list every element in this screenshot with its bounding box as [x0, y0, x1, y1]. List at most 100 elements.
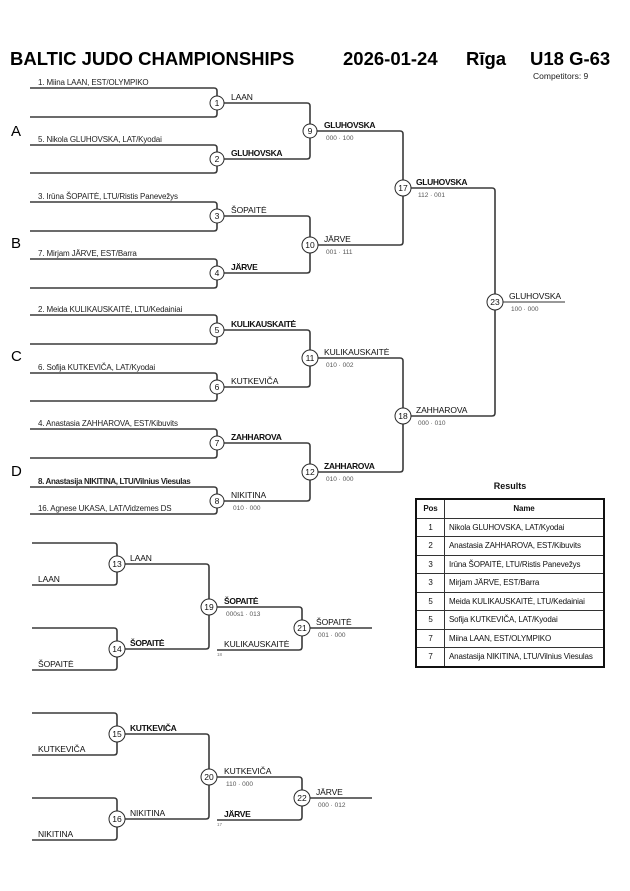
match-badge-9: 9	[302, 123, 318, 139]
match-6-winner: KUTKEVIČA	[231, 376, 279, 386]
match-badge-1: 1	[209, 95, 225, 111]
match-number: 15	[112, 729, 122, 739]
main-bracket-lines	[30, 87, 565, 515]
match-number: 10	[305, 240, 315, 250]
match-19-score: 000s1 · 013	[226, 611, 261, 618]
match-11-winner: KULIKAUSKAITĖ	[324, 347, 390, 357]
match-number: 4	[215, 268, 220, 278]
match-21-source-match: 18	[217, 652, 223, 657]
match-20-score: 110 · 000	[226, 781, 253, 788]
match-number: 8	[215, 496, 220, 506]
match-3-connector	[30, 201, 218, 232]
match-badge-8: 8	[209, 493, 225, 509]
match-badge-18: 18	[394, 407, 412, 425]
result-name: Anastasia ZAHHAROVA, EST/Kibuvits	[444, 536, 605, 556]
match-number: 1	[215, 98, 220, 108]
results-title: Results	[493, 481, 527, 491]
match-12-winner: ZAHHAROVA	[324, 461, 375, 471]
result-pos: 3	[415, 573, 445, 593]
result-name: Sofija KUTKEVIČA, LAT/Kyodai	[444, 610, 605, 630]
match-badge-17: 17	[394, 179, 412, 197]
match-10-winner: JÄRVE	[324, 234, 351, 244]
match-22-source-match: 17	[217, 822, 223, 827]
match-18-winner: ZAHHAROVA	[416, 405, 468, 415]
result-pos: 7	[415, 647, 445, 667]
result-pos: 5	[415, 610, 445, 630]
match-number: 18	[398, 411, 408, 421]
results-header-name: Name	[444, 498, 605, 519]
match-20-connector	[117, 733, 210, 820]
match-8-score: 010 · 000	[233, 505, 261, 512]
match-badge-12: 12	[301, 463, 319, 481]
match-badge-4: 4	[209, 265, 225, 281]
match-badge-20: 20	[200, 768, 218, 786]
repechage-entry: LAAN	[38, 574, 60, 584]
result-name: Miina LAAN, EST/OLYMPIKO	[444, 628, 605, 648]
result-name: Anastasija NIKITINA, LTU/Vilnius Viesula…	[444, 647, 605, 667]
match-number: 3	[215, 211, 220, 221]
match-12-score: 010 · 000	[326, 476, 354, 483]
match-number: 13	[112, 559, 122, 569]
match-3-winner: ŠOPAITĖ	[231, 205, 267, 215]
match-number: 5	[215, 325, 220, 335]
match-22-winner: JÄRVE	[316, 787, 343, 797]
match-number: 19	[204, 602, 214, 612]
match-17-score: 112 · 001	[418, 192, 445, 199]
match-19-winner: ŠOPAITĖ	[224, 595, 259, 606]
result-name: Irūna ŠOPAITĖ, LTU/Ristis Panevežys	[444, 554, 605, 574]
match-15-winner: KUTKEVIČA	[130, 722, 177, 733]
match-badge-5: 5	[209, 322, 225, 338]
match-22-bottom-entry: JÄRVE	[224, 809, 251, 819]
match-1-connector	[30, 87, 218, 118]
match-number: 16	[112, 814, 122, 824]
match-badge-16: 16	[108, 810, 126, 828]
match-7-connector	[30, 428, 218, 459]
match-5-connector	[30, 314, 218, 345]
match-badge-2: 2	[209, 151, 225, 167]
match-20-winner: KUTKEVIČA	[224, 766, 272, 776]
match-number: 11	[306, 353, 315, 363]
match-2-connector	[30, 144, 218, 174]
final-winner: GLUHOVSKA	[509, 291, 561, 301]
match-badge-3: 3	[209, 208, 225, 224]
event-city: Rīga	[466, 48, 507, 69]
match-badge-15: 15	[108, 725, 126, 743]
pool-label-d: D	[11, 463, 22, 480]
match-number: 22	[297, 793, 307, 803]
match-badge-11: 11	[301, 349, 319, 367]
entry-label: 4. Anastasia ZAHHAROVA, EST/Kibuvits	[38, 419, 178, 428]
event-title: BALTIC JUDO CHAMPIONSHIPS	[10, 48, 294, 69]
match-5-winner: KULIKAUSKAITĖ	[231, 319, 297, 329]
event-date: 2026-01-24	[343, 48, 438, 69]
result-name: Nikola GLUHOVSKA, LAT/Kyodai	[444, 517, 605, 537]
match-badge-22: 22	[293, 789, 311, 807]
match-number: 23	[490, 297, 500, 307]
match-9-score: 000 · 100	[326, 135, 354, 142]
match-17-connector	[310, 130, 404, 246]
match-4-connector	[30, 258, 218, 289]
match-1-winner: LAAN	[231, 92, 253, 102]
match-14-winner: ŠOPAITĖ	[130, 637, 165, 648]
pool-label-c: C	[11, 348, 22, 365]
result-name: Meida KULIKAUSKAITĖ, LTU/Kedainiai	[444, 591, 605, 611]
match-number: 20	[204, 772, 214, 782]
result-name: Mirjam JÄRVE, EST/Barra	[444, 573, 605, 593]
repechage-entry: NIKITINA	[38, 829, 74, 839]
match-10-score: 001 · 111	[326, 249, 353, 256]
entry-label: 16. Agnese UKASA, LAT/Vidzemes DS	[38, 504, 172, 513]
match-22-score: 000 · 012	[318, 802, 346, 809]
results-header-row: Pos Name	[415, 498, 605, 519]
match-number: 2	[215, 154, 220, 164]
match-16-winner: NIKITINA	[130, 808, 166, 818]
match-9-winner: GLUHOVSKA	[324, 120, 375, 130]
match-8-winner: NIKITINA	[231, 490, 267, 500]
